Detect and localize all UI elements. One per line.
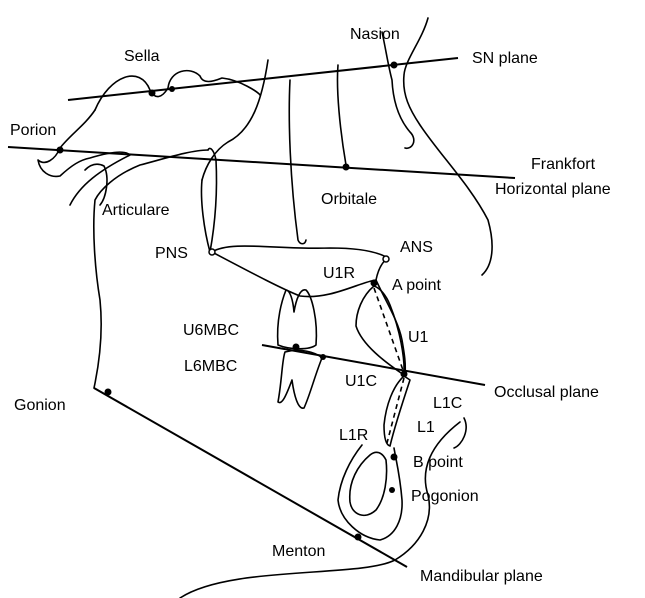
label-ans: ANS: [400, 239, 433, 256]
label-u1r: U1R: [323, 265, 355, 282]
a-point: [371, 280, 378, 287]
label-porion: Porion: [10, 122, 56, 139]
label-l1r: L1R: [339, 427, 368, 444]
b-point: [391, 454, 398, 461]
chin-soft-tissue-outline: [180, 422, 460, 598]
gonion-point: [105, 389, 112, 396]
label-b-point: B point: [413, 454, 463, 471]
sella-point: [149, 90, 156, 97]
label-menton: Menton: [272, 543, 325, 560]
label-pogonion: Pogonion: [411, 488, 479, 505]
label-l1: L1: [417, 419, 435, 436]
label-sn-plane: SN plane: [472, 50, 538, 67]
maxilla-anterior-profile: [376, 280, 405, 375]
upper-molar-outline: [278, 290, 317, 349]
nasal-bone-outline: [382, 32, 414, 148]
incisal-contact-point: [401, 371, 408, 378]
orbitale-point: [343, 164, 350, 171]
palate-outline: [212, 246, 388, 297]
label-l6mbc: L6MBC: [184, 358, 237, 375]
label-a-point: A point: [392, 277, 441, 294]
orbit-posterior-line: [289, 80, 306, 244]
mandibular-plane-line: [94, 388, 407, 567]
label-orbitale: Orbitale: [321, 191, 377, 208]
sella-turcica-outline: [95, 71, 260, 110]
ans-point: [383, 256, 389, 262]
label-articulare: Articulare: [102, 202, 170, 219]
label-frankfort-1: Frankfort: [531, 156, 596, 173]
porion-point: [57, 147, 64, 154]
sella-point-2: [169, 86, 175, 92]
label-nasion: Nasion: [350, 26, 400, 43]
label-occlusal-plane: Occlusal plane: [494, 384, 599, 401]
menton-point: [355, 534, 362, 541]
u6mbc-point: [293, 344, 300, 351]
upper-incisor-outline: [356, 286, 404, 375]
pns-point: [209, 249, 215, 255]
label-pns: PNS: [155, 245, 188, 262]
label-u1c: U1C: [345, 373, 377, 390]
label-gonion: Gonion: [14, 397, 66, 414]
lower-incisor-outline: [384, 376, 410, 446]
l6mbc-point: [320, 354, 326, 360]
label-u1: U1: [408, 329, 429, 346]
label-frankfort-2: Horizontal plane: [495, 181, 611, 198]
orbit-rim-line: [337, 65, 346, 165]
nasion-point: [391, 62, 398, 69]
label-u6mbc: U6MBC: [183, 322, 239, 339]
ramus-posterior-border: [94, 150, 208, 388]
label-sella: Sella: [124, 48, 160, 65]
symphysis-inner-outline: [350, 452, 387, 515]
pogonion-point: [389, 487, 395, 493]
label-l1c: L1C: [433, 395, 462, 412]
lower-molar-outline: [278, 350, 322, 408]
label-mandibular-plane: Mandibular plane: [420, 568, 543, 585]
